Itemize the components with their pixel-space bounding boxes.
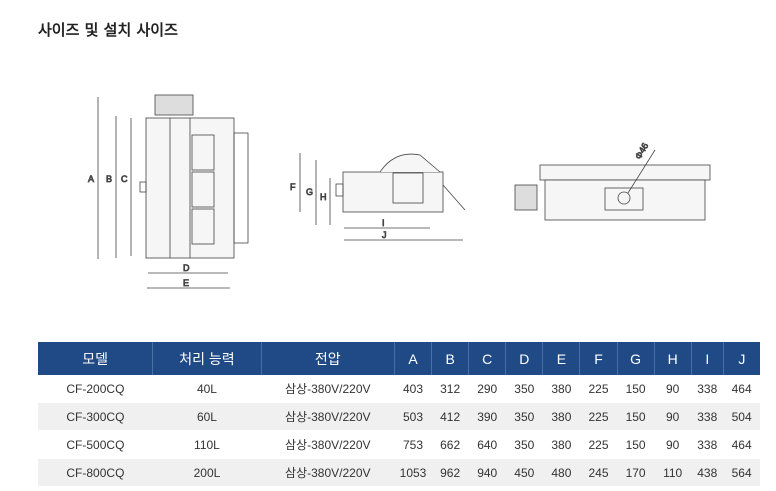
top-view-drawing: Φ46 [514, 141, 711, 221]
table-cell: 564 [723, 458, 760, 487]
table-cell: CF-500CQ [38, 430, 153, 459]
table-cell: 삼상-380V/220V [261, 375, 395, 403]
table-cell: CF-300CQ [38, 402, 153, 431]
table-cell: 200L [152, 458, 262, 487]
table-cell: 삼상-380V/220V [261, 458, 395, 487]
table-cell: 350 [505, 375, 543, 403]
table-cell: 338 [691, 375, 724, 403]
table-cell: 962 [431, 458, 469, 487]
label-a: A [88, 174, 94, 184]
table-cell: 90 [654, 430, 692, 459]
column-header: E [542, 342, 581, 375]
label-diameter: Φ46 [633, 141, 650, 161]
table-cell: 940 [468, 458, 506, 487]
column-header: G [617, 342, 655, 375]
table-cell: 350 [505, 402, 543, 431]
table-cell: 225 [579, 402, 618, 431]
column-header: F [579, 342, 618, 375]
table-cell: 삼상-380V/220V [261, 430, 395, 459]
label-g: G [306, 187, 313, 197]
side-view-drawing: F G H I J [290, 153, 466, 241]
table-cell: 464 [723, 375, 760, 403]
page-title: 사이즈 및 설치 사이즈 [38, 21, 178, 39]
label-e: E [183, 278, 189, 288]
label-i: I [382, 218, 385, 228]
table-cell: 110 [654, 458, 692, 487]
table-cell: 753 [394, 430, 432, 459]
table-cell: 412 [431, 402, 469, 431]
table-cell: 350 [505, 430, 543, 459]
label-b: B [106, 174, 112, 184]
table-cell: 390 [468, 402, 506, 431]
column-header: C [468, 342, 507, 375]
table-cell: 40L [152, 375, 262, 403]
table-cell: 338 [691, 430, 724, 459]
table-cell: 464 [723, 430, 760, 459]
table-cell: 438 [691, 458, 724, 487]
table-cell: 170 [617, 458, 655, 487]
column-header: 전압 [261, 342, 395, 375]
table-cell: 312 [431, 375, 469, 403]
column-header: B [431, 342, 470, 375]
table-cell: 338 [691, 402, 724, 431]
label-c: C [121, 174, 128, 184]
table-cell: 380 [542, 402, 580, 431]
table-cell: 503 [394, 402, 432, 431]
table-cell: 225 [579, 430, 618, 459]
table-cell: 150 [617, 402, 655, 431]
label-h: H [320, 192, 327, 202]
table-cell: 1053 [394, 458, 432, 487]
table-cell: 삼상-380V/220V [261, 402, 395, 431]
table-cell: 662 [431, 430, 469, 459]
column-header: A [394, 342, 433, 375]
table-cell: 60L [152, 402, 262, 431]
column-header: D [505, 342, 544, 375]
column-header: H [654, 342, 692, 375]
table-cell: 403 [394, 375, 432, 403]
column-header: 모델 [38, 342, 154, 375]
front-view-drawing: A B C D E [88, 94, 249, 289]
column-header: J [723, 342, 760, 375]
column-header: 처리 능력 [152, 342, 262, 375]
table-cell: 380 [542, 375, 580, 403]
table-cell: CF-200CQ [38, 375, 153, 403]
table-cell: 480 [542, 458, 580, 487]
label-j: J [382, 230, 387, 240]
table-cell: 90 [654, 375, 692, 403]
table-cell: 245 [579, 458, 618, 487]
table-cell: 290 [468, 375, 506, 403]
label-f: F [290, 182, 296, 192]
dimension-drawings: A B C D E F G H I J Φ46 [88, 94, 711, 289]
table-cell: 150 [617, 430, 655, 459]
table-cell: 225 [579, 375, 618, 403]
table-cell: 450 [505, 458, 543, 487]
table-cell: 90 [654, 402, 692, 431]
table-cell: 640 [468, 430, 506, 459]
column-header: I [691, 342, 724, 375]
table-cell: 150 [617, 375, 655, 403]
table-cell: CF-800CQ [38, 458, 153, 487]
table-cell: 380 [542, 430, 580, 459]
table-cell: 504 [723, 402, 760, 431]
label-d: D [183, 263, 190, 273]
table-cell: 110L [152, 430, 262, 459]
